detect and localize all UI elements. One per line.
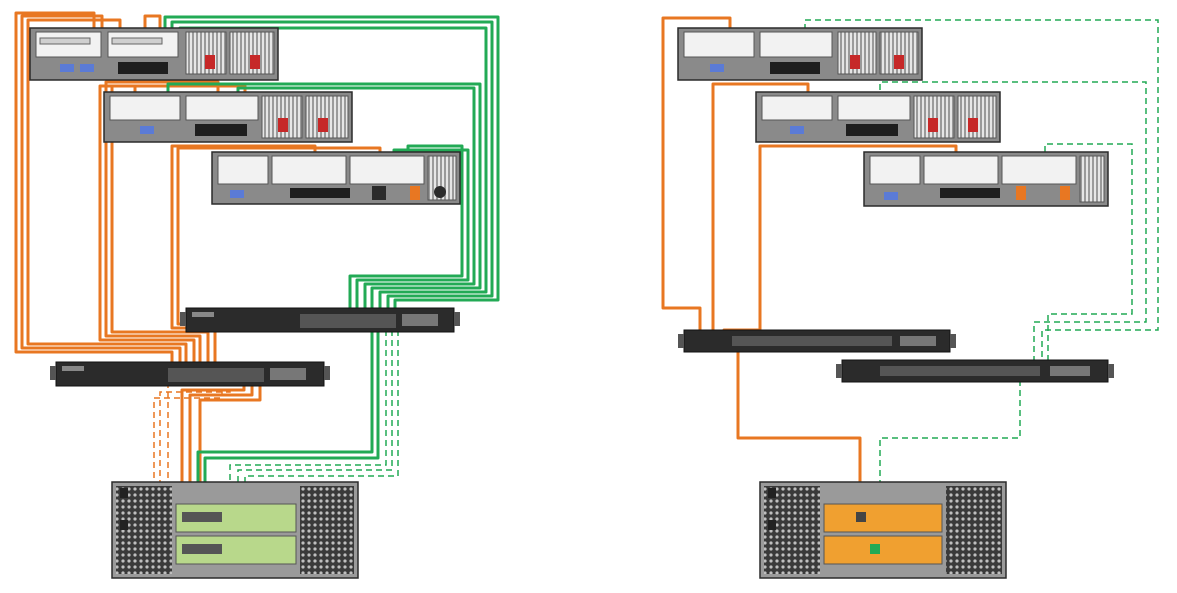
network-switch-lower-left: [50, 361, 330, 387]
rack-server-3-right: [863, 151, 1109, 207]
rack-server-1-left: [29, 27, 279, 81]
left-configuration: [14, 11, 500, 579]
rack-server-3-left: [211, 151, 461, 205]
storage-enclosure-right: [759, 481, 1007, 579]
network-switch-lower-right: [836, 359, 1114, 383]
rack-server-2-right: [755, 91, 1001, 143]
rack-server-1-right: [677, 27, 923, 81]
network-switch-upper-left: [180, 307, 460, 333]
network-switch-upper-right: [678, 329, 956, 353]
right-configuration: [661, 16, 1159, 579]
green-dashed-cables-right: [804, 19, 1159, 510]
storage-enclosure-left: [111, 481, 359, 579]
rack-server-2-left: [103, 91, 353, 143]
